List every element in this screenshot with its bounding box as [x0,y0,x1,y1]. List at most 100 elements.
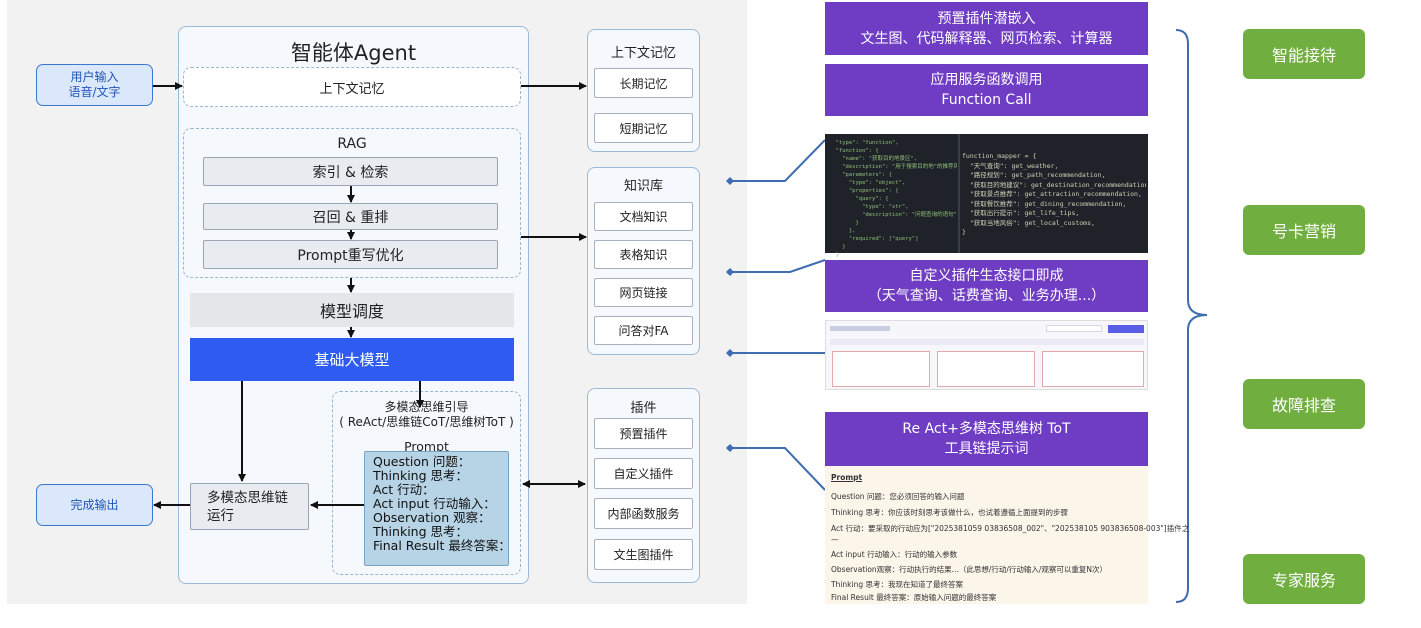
preview-button [1108,325,1144,333]
dot-custom [726,268,734,276]
purple-preset-plugins: 预置插件潜嵌入 文生图、代码解释器、网页检索、计算器 [825,2,1148,55]
dot-ui [726,349,734,357]
rag-step-recall-rerank: 召回 & 重排 [203,203,498,230]
plugin-item-label: 自定义插件 [613,467,674,481]
purple-react-tot: Re Act+多模态思维树 ToT 工具链提示词 [825,412,1148,466]
scenario-expert-service[interactable]: 专家服务 [1243,554,1365,604]
multimodal-run-label: 多模态思维链 运行 [207,490,288,524]
prompt-template-line: Question 问题： [373,454,471,469]
memory-item-short: 短期记忆 [594,113,693,143]
rag-step-label: 索引 & 检索 [312,164,389,181]
code-left: "type": "function", "function": { "name"… [835,140,957,258]
prompt-template-line: Act 行动： [373,482,435,497]
knowledge-item-tables: 表格知识 [594,240,693,269]
knowledge-item-label: 文档知识 [619,210,668,224]
plugin-item-preset: 预置插件 [594,418,693,449]
preview-card [937,351,1035,387]
prompt-label: Prompt [404,438,449,454]
plugin-item-label: 文生图插件 [613,548,674,562]
knowledge-item-label: 表格知识 [619,248,668,262]
preview-header [830,326,890,331]
prompt-doc-line: Final Result 最终答案：原始输入问题的最终答案 [831,593,997,602]
memory-item-label: 长期记忆 [619,76,668,91]
plugin-item-label: 预置插件 [619,427,668,441]
plugin-item-custom: 自定义插件 [594,458,693,489]
plugin-ui-preview [825,320,1148,390]
preview-card [832,351,930,387]
purple-react-tot-text: Re Act+多模态思维树 ToT 工具链提示词 [902,421,1071,457]
prompt-document-screenshot: Prompt Question 问题：您必须回答的输入问题 Thinking 思考… [825,466,1189,604]
connector-custom-plugin [730,259,826,273]
flow-arrows [153,82,587,509]
purple-function-call-text: 应用服务函数调用 Function Call [930,72,1043,108]
user-input-node: 用户输入 语音/文字 [36,64,153,106]
rag-step-index-retrieve: 索引 & 检索 [203,157,498,186]
preview-filter-bar [830,339,1144,345]
prompt-doc-line: Act 行动：要采取的行动应为["2025381059 03836508_002… [831,524,1190,533]
dot-code [726,177,734,185]
prompt-doc-line: Thinking 思考：你应该时刻思考该做什么，也试着遵循上面提到的步骤 [831,508,1068,517]
rag-step-prompt-rewrite: Prompt重写优化 [203,240,498,269]
prompt-template-line: Final Result 最终答案： [373,538,511,553]
scenario-troubleshooting[interactable]: 故障排查 [1243,379,1365,429]
plugin-item-text2img: 文生图插件 [594,539,693,570]
base-model-box: 基础大模型 [190,338,514,381]
prompt-doc-title: Prompt [831,473,863,482]
scenario-label: 智能接待 [1271,46,1336,65]
model-dispatch-label: 模型调度 [319,302,384,321]
plugin-item-internal: 内部函数服务 [594,498,693,529]
prompt-doc-line: Thinking 思考：我现在知道了最终答案 [831,580,963,589]
knowledge-item-label: 网页链接 [619,286,668,300]
preview-search [1046,325,1102,332]
preview-card [1042,351,1144,387]
base-model-label: 基础大模型 [314,351,390,369]
model-dispatch-box: 模型调度 [190,293,514,327]
scenario-card-marketing[interactable]: 号卡营销 [1243,205,1365,255]
scenario-label: 故障排查 [1271,396,1336,415]
purple-custom-plugin: 自定义插件生态接口即成 （天气查询、话费查询、业务办理...） [825,260,1148,312]
rag-step-label: 召回 & 重排 [312,209,389,226]
rag-step-label: Prompt重写优化 [297,247,404,264]
code-divider [958,134,960,253]
rag-title: RAG [337,136,367,152]
scenario-label: 专家服务 [1271,571,1336,590]
prompt-template-line: Thinking 思考： [373,468,468,483]
prompt-doc-line: Question 问题：您必须回答的输入问题 [831,492,965,501]
connector-code [730,139,826,182]
plugin-item-label: 内部函数服务 [607,507,680,521]
agent-title: 智能体Agent [290,41,417,65]
scenario-smart-reception[interactable]: 智能接待 [1243,29,1365,79]
purple-function-call: 应用服务函数调用 Function Call [825,64,1148,116]
multimodal-guide-box [332,391,521,575]
prompt-doc-line: Act input 行动输入：行动的输入参数 [831,550,958,559]
user-input-label: 用户输入 语音/文字 [68,70,121,99]
multimodal-run-box: 多模态思维链 运行 [190,483,309,530]
prompt-template-line: Thinking 思考： [373,524,468,539]
scenario-brace [1175,29,1208,603]
prompt-template-box: Question 问题：Thinking 思考：Act 行动：Act input… [364,451,511,566]
rag-box [183,128,521,278]
purple-custom-plugin-text: 自定义插件生态接口即成 （天气查询、话费查询、业务办理...） [867,268,1106,304]
scenario-label: 号卡营销 [1271,222,1336,241]
prompt-doc-line: — [831,535,839,544]
final-output-label: 完成输出 [70,497,119,512]
knowledge-column-title: 知识库 [623,178,663,194]
final-output-node: 完成输出 [36,484,153,526]
prompt-template-line: Act input 行动输入： [373,496,496,511]
prompt-template-line: Observation 观察： [373,510,491,525]
memory-column-title: 上下文记忆 [610,45,676,61]
purple-preset-plugins-text: 预置插件潜嵌入 文生图、代码解释器、网页检索、计算器 [860,10,1113,47]
function-call-code-screenshot: "type": "function", "function": { "name"… [825,134,1148,258]
context-memory-box: 上下文记忆 [183,67,521,107]
knowledge-item-web: 网页链接 [594,278,693,307]
blue-connectors [730,29,1208,603]
plugins-column-title: 插件 [630,400,657,416]
context-memory-label: 上下文记忆 [319,81,385,97]
connector-dots [726,177,734,452]
connector-prompt-doc [730,447,826,491]
code-right: function_mapper = { "天气查询": get_weather,… [962,152,1146,236]
prompt-template-lines: Question 问题：Thinking 思考：Act 行动：Act input… [373,454,511,553]
knowledge-item-label: 问答对FA [618,324,669,338]
multimodal-guide-label: 多模态思维引导 ( ReAct/思维链CoT/思维树ToT ) [339,400,514,429]
